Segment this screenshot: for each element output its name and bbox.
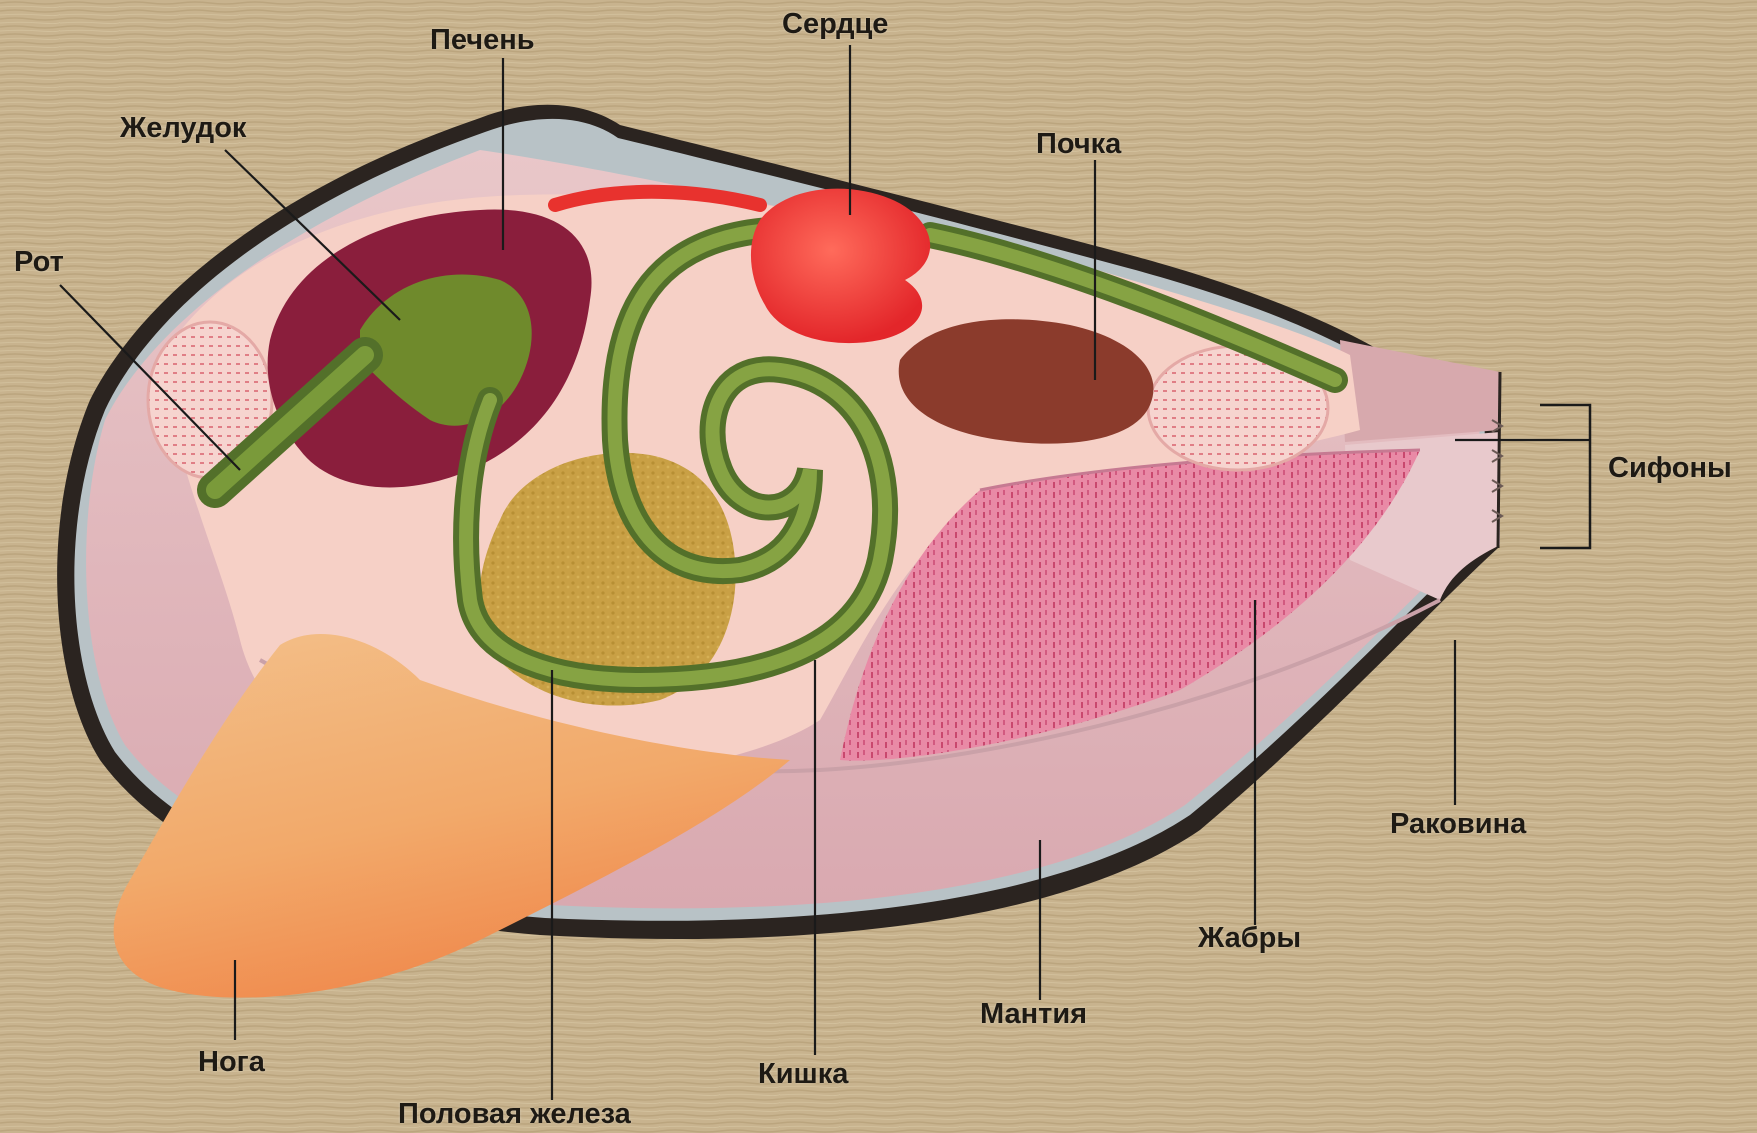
label-mouth: Рот [14, 246, 64, 279]
label-stomach: Желудок [120, 112, 246, 145]
label-liver: Печень [430, 24, 535, 57]
label-intestine: Кишка [758, 1058, 848, 1091]
label-gonad: Половая железа [398, 1098, 631, 1131]
label-shell: Раковина [1390, 808, 1526, 841]
label-siphons: Сифоны [1608, 452, 1732, 485]
label-heart: Сердце [782, 8, 888, 41]
label-mantle: Мантия [980, 998, 1087, 1031]
heart [751, 189, 930, 343]
label-kidney: Почка [1036, 128, 1121, 161]
label-gills: Жабры [1198, 922, 1301, 955]
label-foot: Нога [198, 1046, 265, 1079]
